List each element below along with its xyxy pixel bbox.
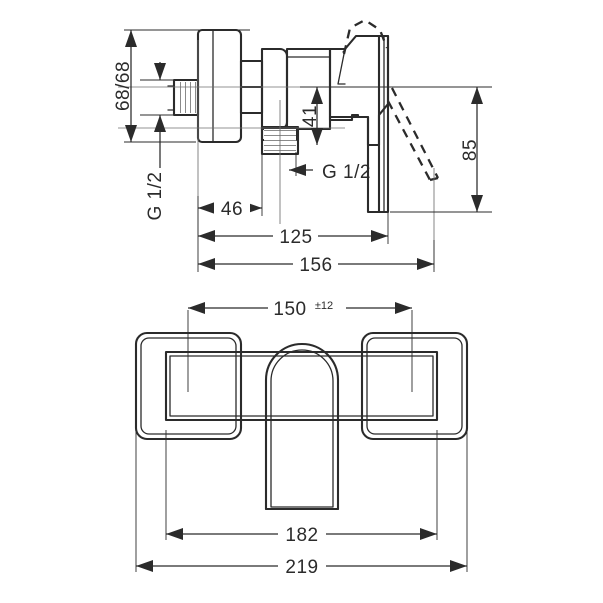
right-escutcheon-plate (360, 331, 469, 441)
dimension-overall-width-label: 219 (285, 557, 318, 578)
dimension-outlet-thread-label: G 1/2 (322, 162, 371, 183)
dimension-lever-clearance: 85 (460, 87, 483, 212)
lever-front-inner (270, 349, 334, 508)
dimension-outlet-height: 41 (300, 87, 323, 145)
lever-up-position-dashed (342, 18, 389, 55)
handle-facet (337, 48, 346, 85)
spout-underside (328, 115, 381, 214)
dimension-depth-small: 46 (198, 196, 262, 220)
dimension-inlet-thread-label: G 1/2 (145, 172, 166, 221)
side-view-extension-lines (124, 29, 492, 272)
front-view-extension-lines (135, 430, 468, 572)
mixer-body-bar-inner (169, 355, 434, 417)
inlet-escutcheon (196, 28, 243, 144)
side-section-view: 68/68 G 1/2 41 G 1/2 85 (113, 18, 492, 276)
lever-down-position-dashed-outer (390, 87, 440, 179)
left-escutcheon-plate (134, 331, 243, 441)
lever-front (264, 343, 340, 511)
dimension-depth-medium-label: 125 (279, 227, 312, 248)
dimension-body-width: 182 (166, 522, 437, 546)
dimension-inlet-centers-tolerance: ±12 (315, 300, 333, 312)
dimension-lever-clearance-label: 85 (460, 139, 481, 161)
dimension-depth-total: 156 (198, 252, 434, 276)
dimension-depth-small-label: 46 (221, 199, 243, 220)
mixer-front-geometry (134, 331, 469, 511)
mixer-body-bar (164, 350, 439, 422)
dimension-outlet-thread: G 1/2 (289, 162, 371, 183)
dimension-overall-width: 219 (136, 554, 467, 578)
dimension-wall-spacing-label: 68/68 (113, 61, 134, 111)
front-elevation-view: 150 ±12 (134, 296, 469, 578)
dimension-inlet-centers: 150 ±12 (187, 296, 413, 392)
mixer-body-barrel (285, 47, 332, 131)
left-escutcheon-inner (140, 337, 237, 435)
dimension-inlet-thread: G 1/2 (145, 62, 166, 220)
inlet-thread-hatch (176, 82, 196, 113)
dimension-outlet-height-label: 41 (300, 105, 321, 127)
right-escutcheon-inner (366, 337, 463, 435)
dimension-body-width-label: 182 (285, 525, 318, 546)
dimension-wall-spacing: 68/68 (113, 30, 137, 142)
dimension-depth-total-label: 156 (299, 255, 332, 276)
dimension-depth-medium: 125 (198, 224, 388, 248)
dimension-inlet-centers-label: 150 (273, 299, 306, 320)
